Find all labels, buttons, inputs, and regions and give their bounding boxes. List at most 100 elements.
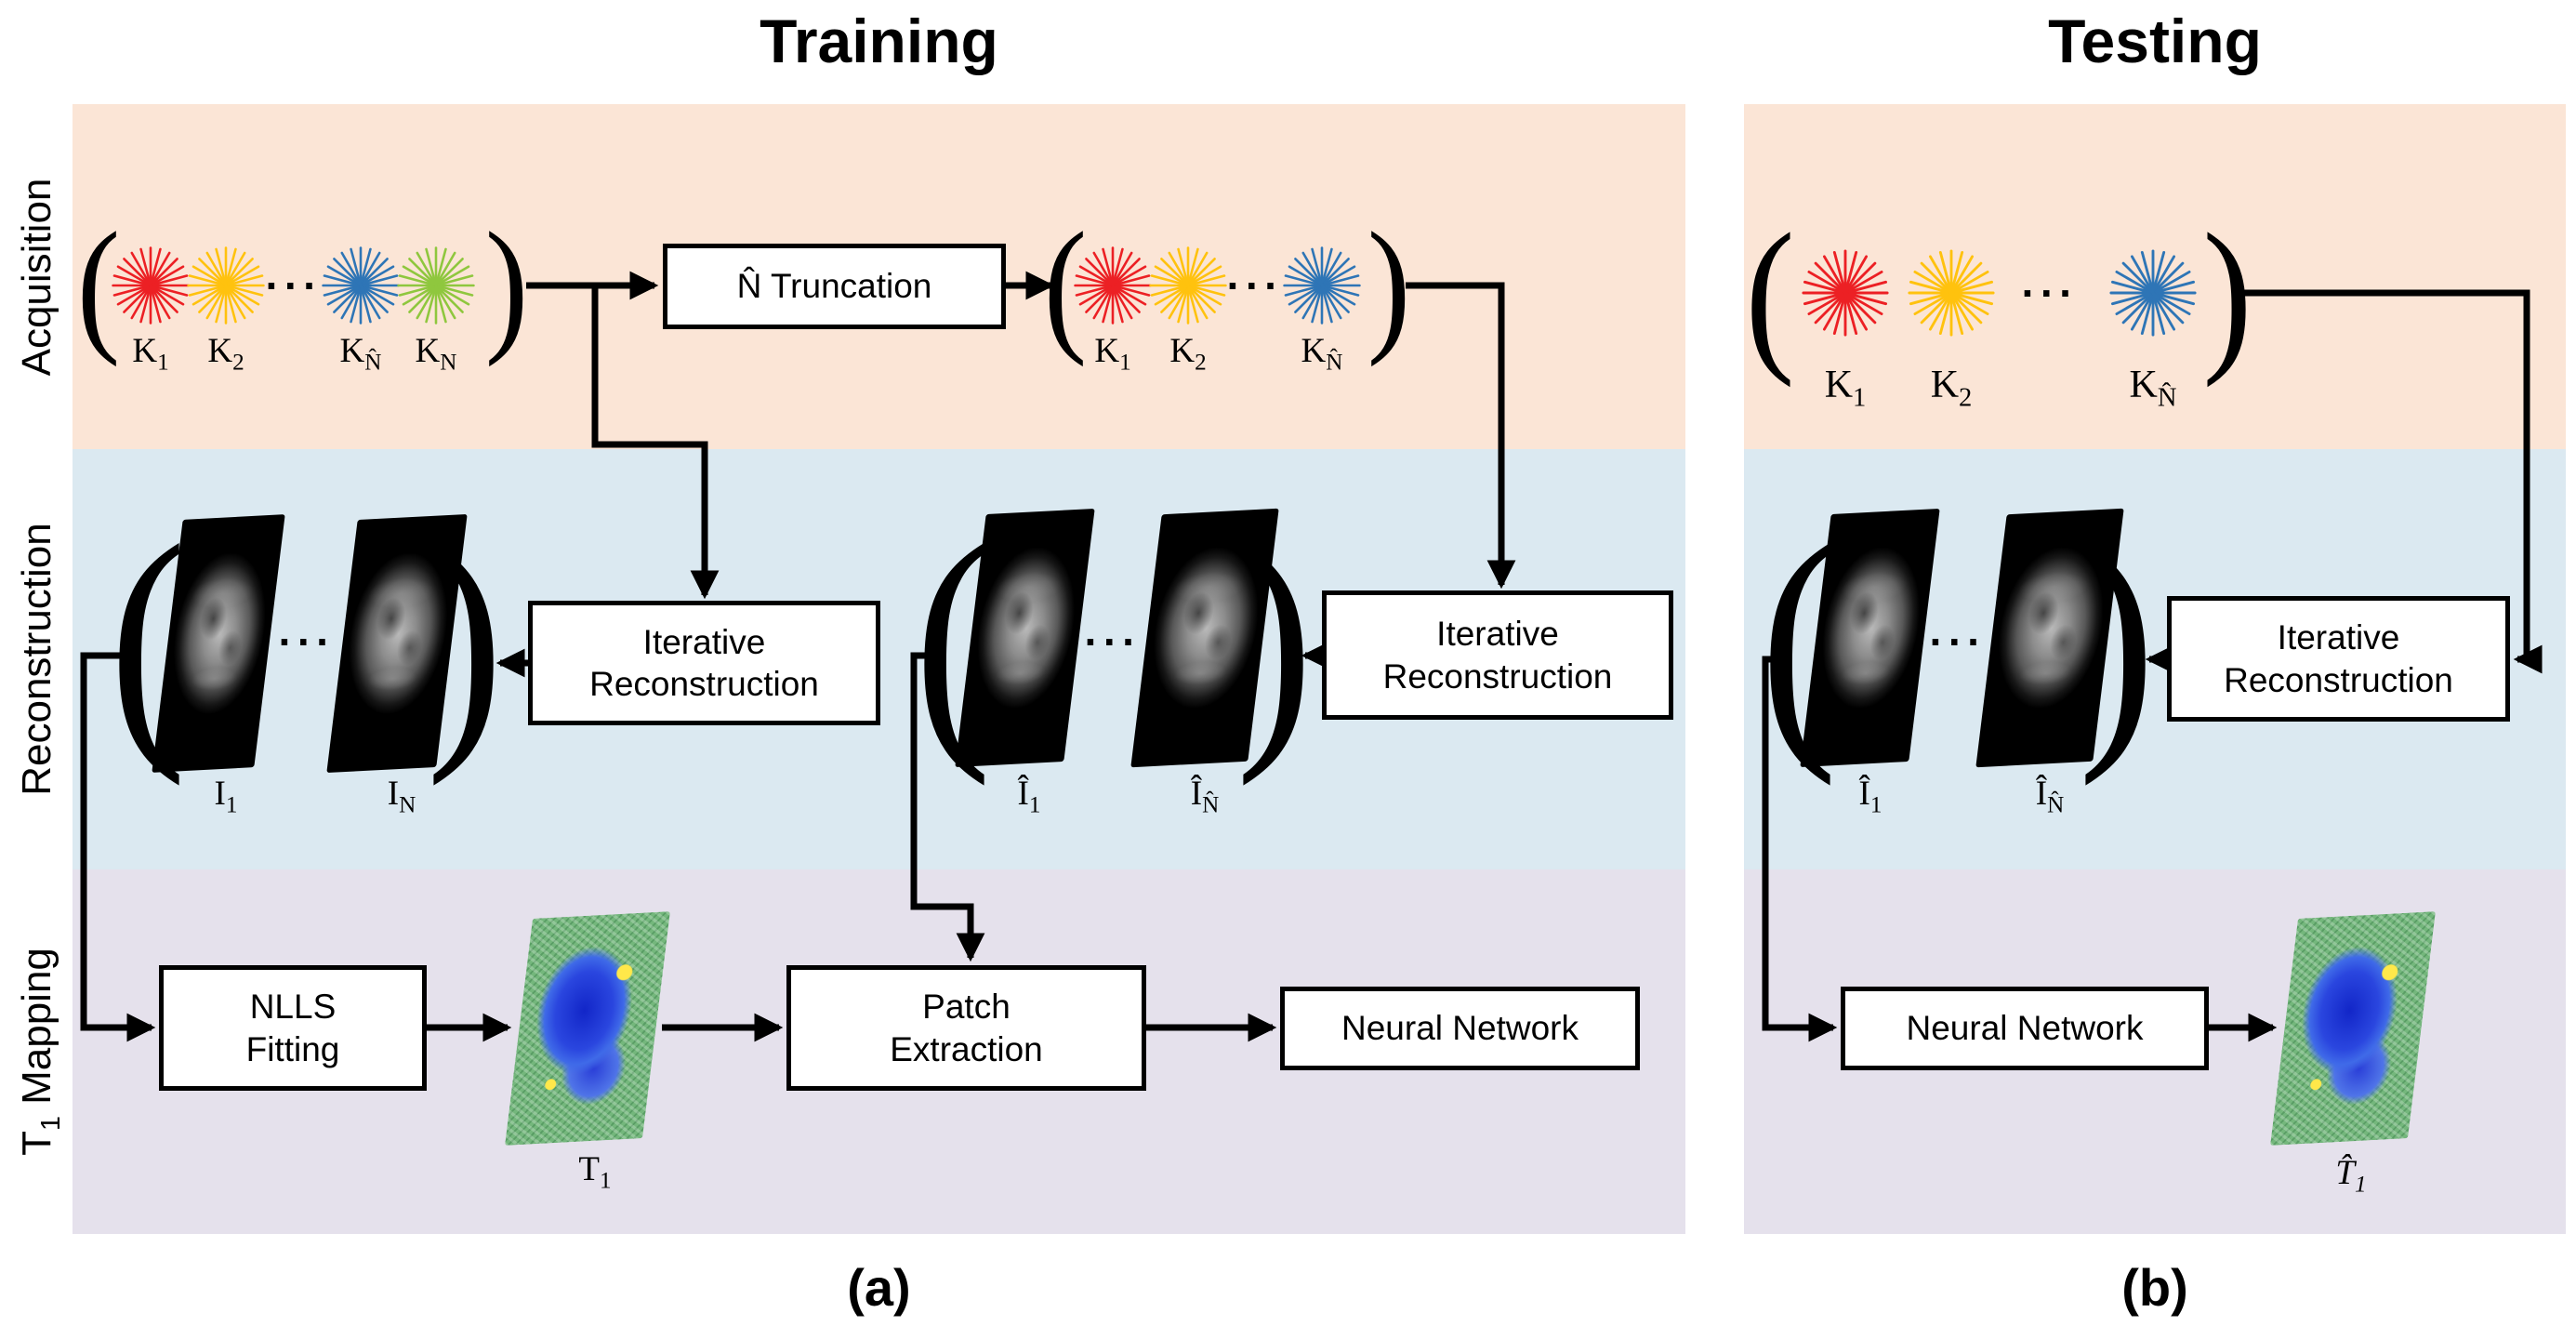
ellipsis: ··· (1929, 617, 1987, 666)
label-sub: 1 (1119, 350, 1131, 376)
kspace-icon-red (1802, 249, 1889, 337)
label-base: I (214, 775, 226, 813)
label-base: K (1094, 332, 1120, 370)
image-label: Î1 (1018, 774, 1041, 818)
label-sub: 1 (157, 350, 169, 376)
kspace-label: K2 (207, 331, 244, 376)
kspace-label: K1 (1094, 331, 1130, 376)
kspace-icon-yellow (1908, 249, 1995, 337)
kspace-label: KN̂ (340, 331, 382, 376)
label-base: K (415, 332, 441, 370)
kspace-icon-green (397, 246, 475, 325)
testing-caption: (b) (2121, 1258, 2188, 1317)
label-sub: N̂ (1202, 792, 1220, 818)
iterative-reconstruction-right-box: Iterative Reconstruction (1322, 590, 1673, 720)
iterative-reconstruction-test-box: Iterative Reconstruction (2167, 596, 2510, 722)
patch-extraction-box: Patch Extraction (786, 965, 1146, 1091)
image-label: IN (388, 774, 416, 818)
label-base: K (1930, 364, 1960, 406)
label-sub: 1 (600, 1168, 612, 1194)
label-base: Î (1017, 775, 1029, 813)
patch-extraction-label: Patch Extraction (890, 988, 1043, 1068)
image-label: ÎN̂ (2036, 774, 2065, 818)
label-sub: 2 (232, 350, 244, 376)
t1-mapping-label-base: T (14, 1131, 59, 1156)
neural-network-box-testing: Neural Network (1841, 987, 2209, 1070)
t1-map-predicted-label: T̂1 (2335, 1153, 2366, 1198)
neural-network-label: Neural Network (1341, 1009, 1579, 1048)
kspace-icon-blue (322, 246, 400, 325)
iterative-reconstruction-label: Iterative Reconstruction (2224, 618, 2453, 699)
label-sub: 2 (1195, 350, 1207, 376)
neural-network-label: Neural Network (1906, 1009, 2144, 1048)
image-label: I1 (215, 774, 238, 818)
kspace-icon-yellow (1149, 246, 1227, 325)
label-base: T (578, 1150, 601, 1188)
label-base: K (2129, 364, 2158, 406)
ellipsis: ··· (1084, 617, 1142, 666)
row-label-acquisition: Acquisition (14, 178, 59, 377)
iterative-reconstruction-left-box: Iterative Reconstruction (528, 601, 880, 725)
kspace-test-close-bracket: ) (2202, 197, 2252, 389)
neural-network-box-training: Neural Network (1280, 987, 1640, 1070)
kspace-icon-blue (1283, 246, 1361, 325)
nlls-fitting-box: NLLS Fitting (159, 965, 427, 1091)
kspace-label: K1 (132, 331, 168, 376)
label-sub: 1 (2355, 1172, 2367, 1198)
label-base: Î (1190, 775, 1203, 813)
label-base: Î (1858, 775, 1870, 813)
training-caption: (a) (847, 1258, 911, 1317)
label-base: K (207, 332, 233, 370)
kspace-label: K2 (1169, 331, 1206, 376)
label-base: K (1824, 364, 1854, 406)
images-trunc-close-bracket: ) (1235, 491, 1314, 788)
label-base: I (387, 775, 400, 813)
label-sub: N̂ (2047, 792, 2065, 818)
truncation-box-label: N̂ Truncation (736, 267, 932, 306)
kspace-label: K1 (1825, 363, 1867, 413)
label-base: K (1169, 332, 1196, 370)
t1-mapping-label-sub: 1 (35, 1116, 66, 1132)
t1-mapping-label-rest: Mapping (14, 948, 59, 1117)
label-sub: 2 (1959, 383, 1973, 413)
image-label: Î1 (1859, 774, 1882, 818)
ellipsis: ··· (2021, 269, 2079, 317)
kspace-label: KN (416, 331, 457, 376)
label-base: T̂ (2335, 1154, 2355, 1192)
kspace-test-open-bracket: ( (1745, 197, 1795, 389)
images-full-close-bracket: ) (426, 491, 504, 788)
label-base: K (1301, 332, 1327, 370)
label-sub: 1 (1869, 792, 1882, 818)
images-test-close-bracket: ) (2078, 491, 2156, 788)
t1-map-predicted-image (2270, 911, 2436, 1146)
label-sub: N (399, 792, 416, 818)
label-sub: N̂ (2157, 383, 2177, 413)
kspace-label: K2 (1931, 363, 1973, 413)
kspace-label: KN̂ (2130, 363, 2177, 413)
ellipsis: ··· (278, 617, 336, 666)
label-sub: N (440, 350, 457, 376)
label-sub: N̂ (364, 350, 382, 376)
nlls-fitting-label: NLLS Fitting (245, 988, 340, 1068)
label-base: K (339, 332, 365, 370)
kspace-trunc-close-bracket: ) (1367, 202, 1411, 368)
testing-title: Testing (2048, 7, 2262, 75)
iterative-reconstruction-label: Iterative Reconstruction (1382, 615, 1613, 696)
row-label-reconstruction: Reconstruction (14, 523, 59, 796)
kspace-icon-red (112, 246, 190, 325)
image-label: ÎN̂ (1191, 774, 1220, 818)
kspace-label: KN̂ (1301, 331, 1343, 376)
t1-map-label: T1 (578, 1149, 611, 1194)
ellipsis: ··· (1226, 261, 1284, 310)
kspace-icon-red (1074, 246, 1152, 325)
training-title: Training (760, 7, 998, 75)
label-base: Î (2035, 775, 2048, 813)
label-sub: 1 (225, 792, 238, 818)
kspace-icon-blue (2109, 249, 2197, 337)
t1-map-image (505, 911, 670, 1146)
label-sub: N̂ (1326, 350, 1343, 376)
label-sub: 1 (1853, 383, 1867, 413)
ellipsis: ··· (265, 261, 323, 310)
truncation-box: N̂ Truncation (663, 244, 1006, 329)
